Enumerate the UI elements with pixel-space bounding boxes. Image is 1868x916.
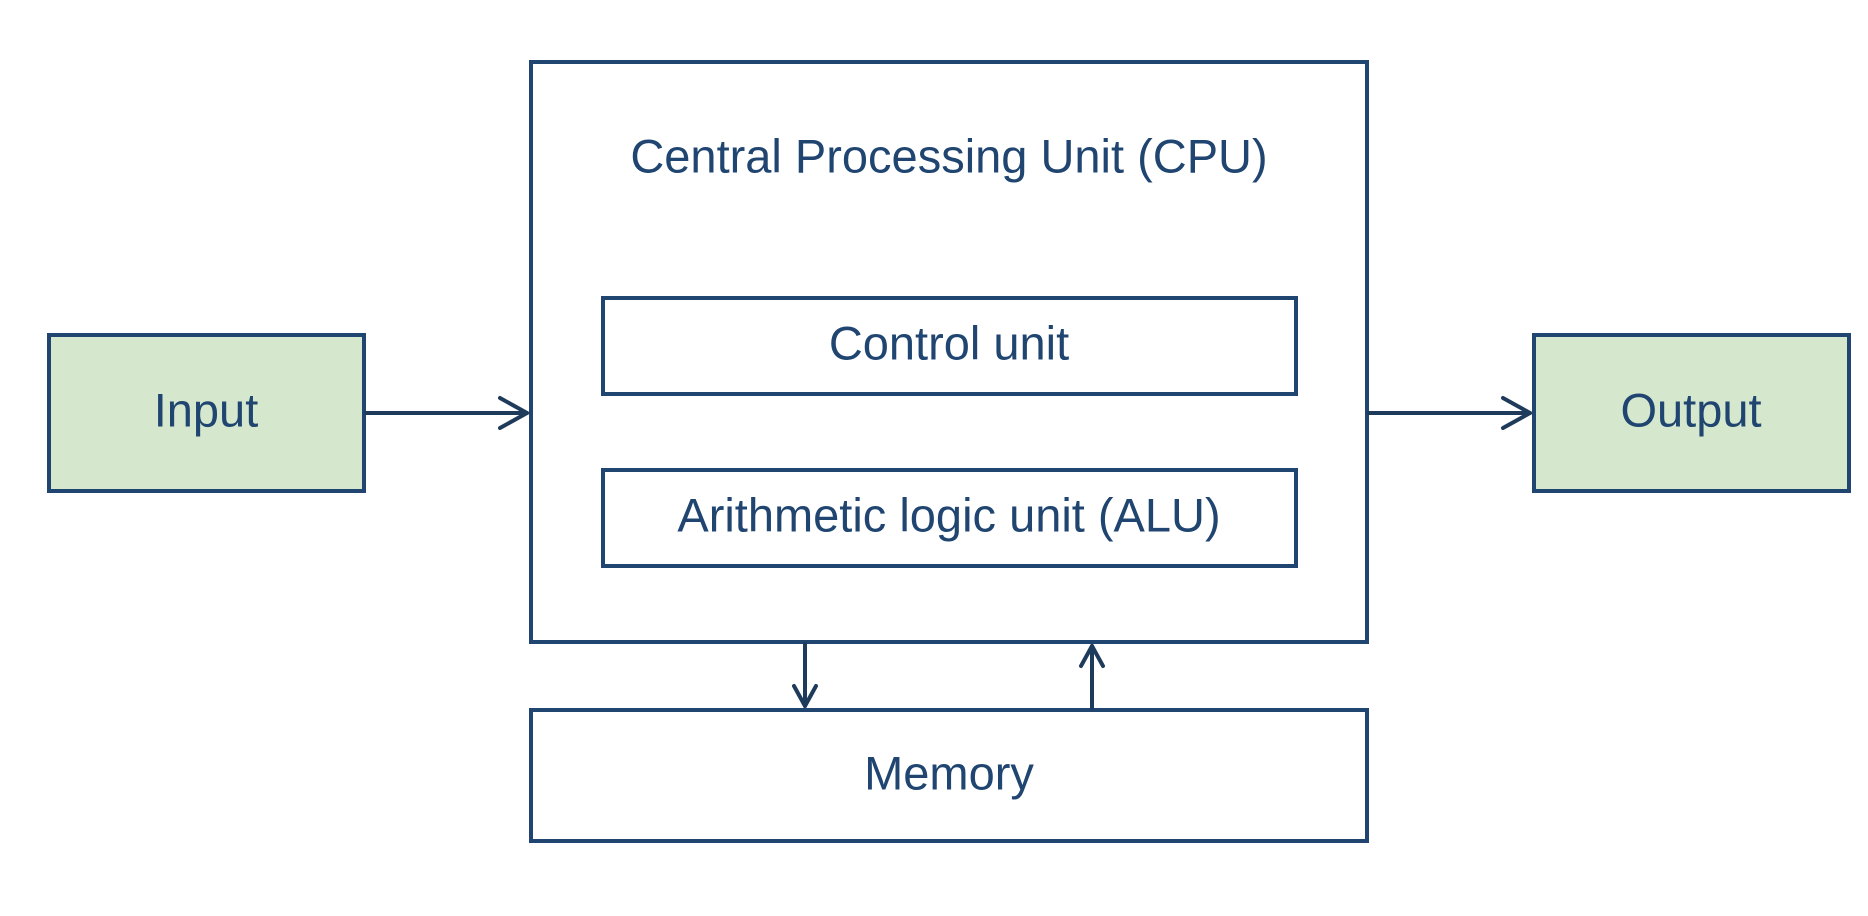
input-label: Input <box>154 383 259 436</box>
cpu-label: Central Processing Unit (CPU) <box>630 129 1267 182</box>
arrow-cpu-to-output <box>1367 396 1532 430</box>
alu-box <box>601 468 1298 568</box>
arrow-memory-to-cpu <box>1079 644 1105 710</box>
memory-box <box>529 708 1369 843</box>
control-unit-box <box>601 296 1298 396</box>
alu-label: Arithmetic logic unit (ALU) <box>677 488 1220 541</box>
output-box <box>1532 333 1851 493</box>
memory-label: Memory <box>864 746 1034 799</box>
output-node: Output <box>1532 333 1851 493</box>
control-unit-label: Control unit <box>829 316 1069 369</box>
arrow-cpu-to-memory <box>792 642 818 708</box>
arrow-input-to-cpu <box>364 396 529 430</box>
memory-node: Memory <box>529 708 1369 843</box>
output-label: Output <box>1620 383 1761 436</box>
input-box <box>47 333 366 493</box>
control-unit-node: Control unit <box>601 296 1298 396</box>
alu-node: Arithmetic logic unit (ALU) <box>601 468 1298 568</box>
input-node: Input <box>47 333 366 493</box>
